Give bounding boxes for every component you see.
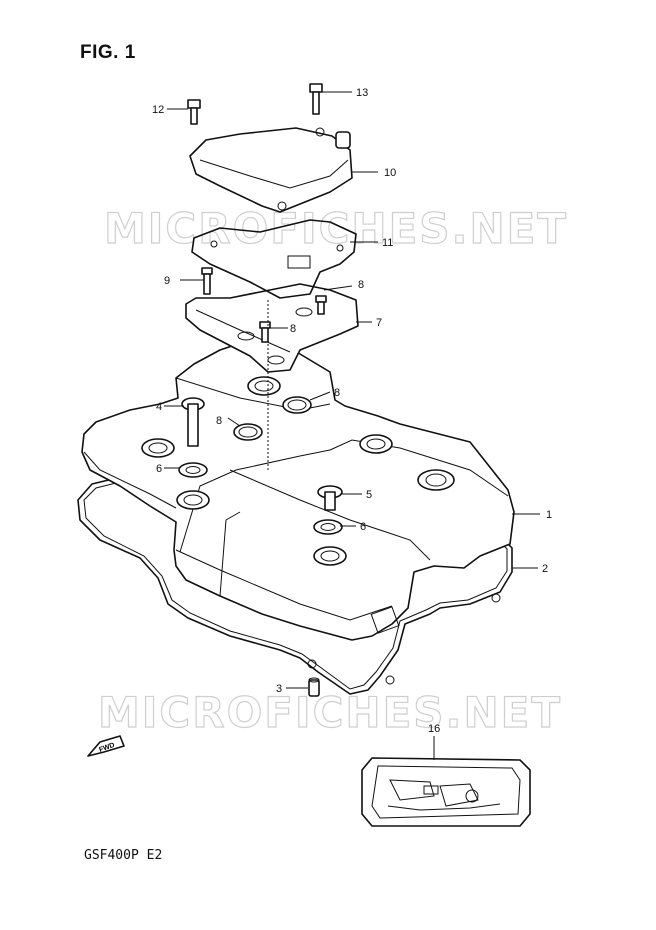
figure-title: FIG. 1 xyxy=(80,42,136,63)
callout-8b: 8 xyxy=(216,415,222,427)
callout-6a: 6 xyxy=(156,463,162,475)
washers xyxy=(178,462,343,535)
callout-3: 3 xyxy=(276,683,282,695)
callout-8a: 8 xyxy=(334,387,340,399)
callout-12: 10 xyxy=(384,167,396,179)
callout-16: 16 xyxy=(428,723,440,735)
model-code: GSF400P E2 xyxy=(84,848,163,863)
cylinder-head-cover xyxy=(81,339,515,641)
gasket-set xyxy=(361,757,531,827)
o-rings xyxy=(233,396,312,441)
callout-15: 13 xyxy=(356,87,368,99)
breather-gasket xyxy=(191,219,357,299)
callout-13: 11 xyxy=(382,237,393,249)
callout-6b: 6 xyxy=(360,521,366,533)
watermark-bottom: MICROFICHES.NET xyxy=(97,687,562,737)
callout-7: 7 xyxy=(376,317,382,329)
callout-14: 12 xyxy=(152,104,164,116)
callout-11: 9 xyxy=(164,275,170,287)
leader-lines xyxy=(164,91,540,760)
callout-2: 2 xyxy=(542,563,548,575)
dowel-pin xyxy=(308,677,320,697)
callout-5: 5 xyxy=(366,489,372,501)
callout-1: 1 xyxy=(546,509,552,521)
callout-9: 8 xyxy=(358,279,364,291)
screws xyxy=(187,83,327,343)
watermark-top: MICROFICHES.NET xyxy=(103,203,568,253)
breather-cover xyxy=(189,127,353,213)
forward-arrow-icon: FWD xyxy=(87,735,125,757)
callout-4: 4 xyxy=(156,401,162,413)
cover-bolts xyxy=(181,397,343,511)
callout-10: 8 xyxy=(290,323,296,335)
callout-labels: 12 13 10 11 9 8 8 7 8 8 4 6 5 6 1 2 3 16 xyxy=(152,87,552,735)
